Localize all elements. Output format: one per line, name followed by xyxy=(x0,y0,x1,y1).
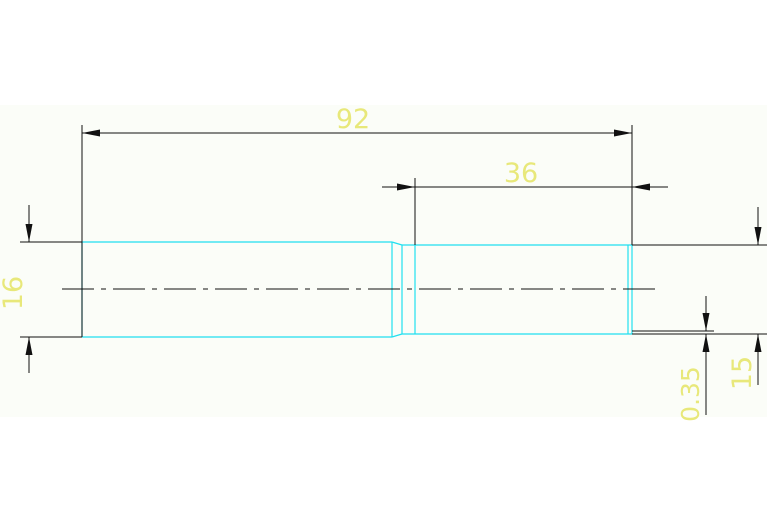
arrow-36-left xyxy=(397,183,415,191)
drawing-area xyxy=(0,105,767,417)
arrow-92-right xyxy=(614,129,632,137)
arrow-15-top xyxy=(754,227,762,245)
dim-035-label: 0.35 xyxy=(676,366,705,422)
arrow-92-left xyxy=(82,129,100,137)
arrow-16-bottom xyxy=(25,337,33,355)
dim-16-label: 16 xyxy=(0,276,29,310)
arrow-15-bottom xyxy=(754,334,762,352)
arrow-035-bottom xyxy=(702,334,710,352)
chamfer-bottom xyxy=(391,333,403,338)
dimension-lines xyxy=(20,125,767,415)
chamfer-top xyxy=(391,241,403,246)
arrow-035-top xyxy=(702,313,710,331)
dim-36-label: 36 xyxy=(504,158,538,189)
dim-15-label: 15 xyxy=(727,356,758,390)
arrow-16-top xyxy=(25,224,33,242)
dim-92-label: 92 xyxy=(336,104,370,135)
arrow-36-right xyxy=(632,183,650,191)
arrowheads xyxy=(25,129,762,355)
